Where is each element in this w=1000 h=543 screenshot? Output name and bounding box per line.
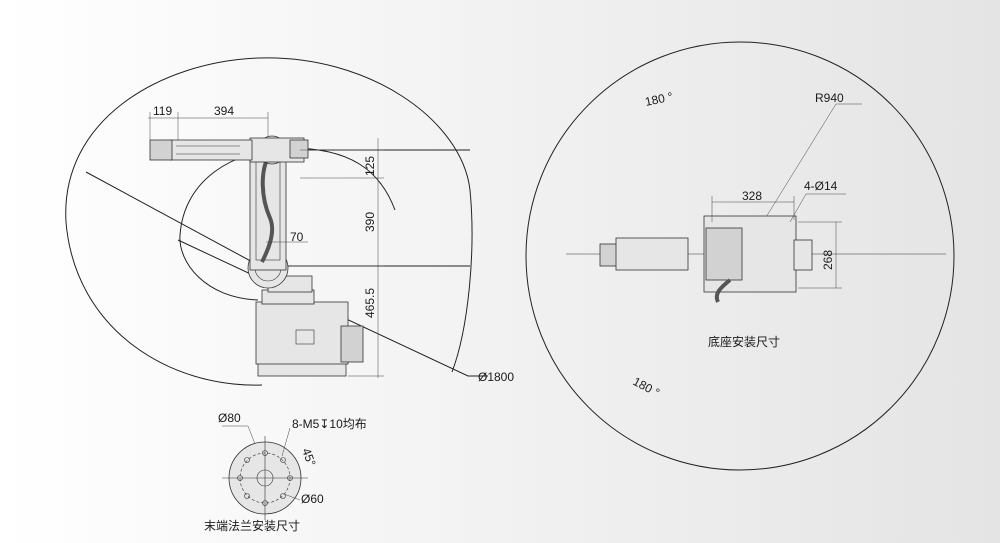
workspace-envelope bbox=[65, 57, 473, 386]
wrist bbox=[149, 139, 173, 161]
mount-holes-label: 4-Ø14 bbox=[804, 179, 838, 193]
base-arm bbox=[615, 237, 689, 271]
side-view: Ø1800 119 394 125 390 465.5 bbox=[65, 57, 514, 386]
base-rear bbox=[793, 239, 813, 271]
dim-268-line bbox=[798, 221, 842, 289]
forearm-slot bbox=[176, 145, 240, 155]
dim-390-label: 390 bbox=[363, 212, 377, 232]
flange-inner-label: Ø60 bbox=[301, 492, 324, 506]
robot-base-box bbox=[340, 325, 364, 363]
dim-394-label: 394 bbox=[214, 104, 234, 118]
angle-top-label: 180 ° bbox=[644, 89, 675, 109]
flange-hole bbox=[244, 457, 250, 463]
forearm-link bbox=[169, 139, 253, 161]
workspace-rear-line bbox=[85, 171, 259, 266]
robot-base-body bbox=[255, 301, 349, 365]
flange-outer-label: Ø80 bbox=[218, 411, 241, 425]
dim-125-label: 125 bbox=[363, 156, 377, 176]
workspace-inner-arc bbox=[179, 147, 396, 301]
flange-hole bbox=[280, 457, 286, 463]
dim-70-label: 70 bbox=[290, 230, 304, 244]
flange-view: Ø80 8-M5↧10均布 45° Ø60 末端法兰安装尺寸 bbox=[204, 411, 367, 533]
base-workspace-circle bbox=[525, 41, 955, 471]
base-tool bbox=[599, 243, 619, 267]
cable-loop bbox=[260, 148, 275, 263]
flange-holes-label: 8-M5↧10均布 bbox=[292, 417, 367, 431]
flange-center-lines bbox=[222, 436, 308, 520]
base-view: 180 ° 180 ° R940 328 4-Ø14 268 底座安装尺寸 bbox=[525, 41, 955, 471]
dim-465-5-label: 465.5 bbox=[363, 288, 377, 318]
dim-268-label: 268 bbox=[821, 250, 835, 270]
angle-bottom-label: 180 ° bbox=[631, 374, 663, 400]
base-body bbox=[705, 227, 743, 281]
reach-diameter-label: Ø1800 bbox=[478, 370, 514, 384]
base-caption: 底座安装尺寸 bbox=[708, 334, 780, 349]
robot-base-connector bbox=[295, 329, 315, 345]
flange-caption: 末端法兰安装尺寸 bbox=[204, 518, 300, 533]
radius-label: R940 bbox=[815, 91, 844, 105]
dim-119-line bbox=[148, 112, 269, 140]
flange-outer-leader bbox=[222, 425, 256, 445]
flange-hole bbox=[244, 493, 250, 499]
flange-inner-leader bbox=[283, 493, 301, 501]
dim-vertical-ticks bbox=[290, 149, 384, 377]
dim-328-line bbox=[711, 196, 795, 222]
base-cable bbox=[714, 278, 732, 303]
mount-holes-leader bbox=[789, 193, 846, 223]
dim-119-label: 119 bbox=[153, 104, 172, 118]
radius-leader bbox=[741, 103, 862, 257]
forearm-motor bbox=[289, 139, 309, 159]
flange-holes-leader bbox=[281, 427, 291, 457]
flange-hole bbox=[280, 493, 286, 499]
flange-angle-label: 45° bbox=[299, 446, 318, 468]
dim-328-label: 328 bbox=[742, 189, 762, 203]
